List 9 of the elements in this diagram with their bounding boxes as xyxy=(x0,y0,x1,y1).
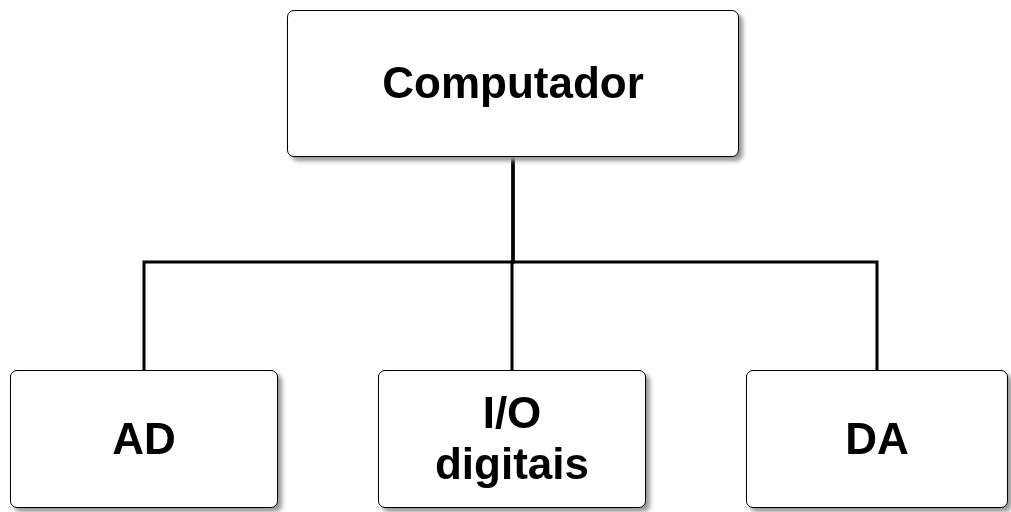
node-label: DA xyxy=(845,413,909,465)
connector-line xyxy=(511,157,879,370)
process-box xyxy=(10,370,278,508)
process-box xyxy=(378,370,646,508)
node-label: AD xyxy=(112,413,176,465)
node-label: I/O digitais xyxy=(434,388,590,490)
process-box xyxy=(746,370,1008,508)
process-box xyxy=(287,10,739,157)
node-label: Computador xyxy=(382,58,644,109)
